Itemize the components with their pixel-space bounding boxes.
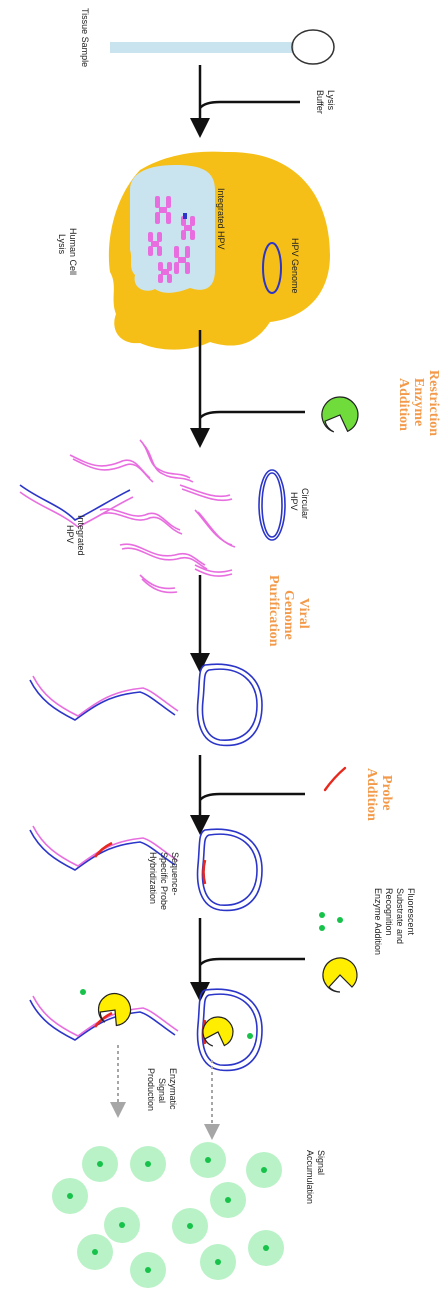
integrated-hpv-label-2: HPV xyxy=(65,525,75,544)
circular-hpv xyxy=(259,470,285,540)
hpv-genome-label: HPV Genome xyxy=(290,238,300,294)
enzyme-bound-circular-icon xyxy=(199,1013,237,1051)
recognition-enzyme-icon xyxy=(323,958,357,992)
signal-glows xyxy=(52,1142,284,1288)
viral-title-3: Purification xyxy=(266,575,281,647)
enzymatic-label-1: Enzymatic xyxy=(168,1068,178,1110)
fluorescent-label-1: Fluorescent xyxy=(406,888,416,936)
free-substrate-dot-2 xyxy=(247,1033,253,1039)
step-arrow-4 xyxy=(200,755,305,825)
human-cell-lysis-label-1: Human Cell xyxy=(68,228,78,275)
enzyme-bound-integrated-icon xyxy=(92,987,137,1032)
enzymatic-label-3: Production xyxy=(146,1068,156,1111)
circular-hpv-label-2: HPV xyxy=(289,492,299,511)
hybridized-circular-hpv xyxy=(198,829,262,910)
viral-title-2: Genome xyxy=(281,590,296,640)
lysis-buffer-label-1: Lysis xyxy=(326,90,336,111)
purified-integrated-dna xyxy=(30,676,178,720)
free-substrate-dot-1 xyxy=(80,989,86,995)
integrated-hpv-nucleus-label: Integrated HPV xyxy=(216,188,226,250)
signal-accumulation-label-2: Accumulation xyxy=(305,1150,315,1204)
sequence-label-2: Specific Probe xyxy=(159,852,169,910)
restriction-title-2: Enzyme xyxy=(411,378,426,426)
fluorescent-label-2: Substrate and xyxy=(395,888,405,944)
fragmented-dna xyxy=(70,440,235,592)
tissue-sample-label: Tissue Sample xyxy=(80,8,90,67)
step-arrow-5 xyxy=(200,918,305,992)
viral-title-1: Viral xyxy=(296,598,311,629)
fluorescent-label-4: Enzyme Addition xyxy=(373,888,383,955)
restriction-title-1: Restriction xyxy=(426,370,441,436)
sequence-label-1: Sequence- xyxy=(170,852,180,896)
enzymatic-label-2: Signal xyxy=(157,1078,167,1103)
step-arrow-2 xyxy=(200,330,305,438)
human-cell-lysis-label-2: Lysis xyxy=(57,234,67,255)
restriction-enzyme-icon xyxy=(317,392,363,438)
purified-circular-hpv xyxy=(198,664,262,745)
signal-accumulation-label-1: Signal xyxy=(316,1150,326,1175)
probe-title-1: Probe xyxy=(379,775,394,811)
fluorescent-label-3: Recognition xyxy=(384,888,394,936)
lysis-buffer-label-2: Buffer xyxy=(315,90,325,114)
tissue-swab xyxy=(110,30,334,64)
restriction-title-3: Addition xyxy=(396,378,411,431)
probe-icon xyxy=(325,768,345,790)
step-arrow-1 xyxy=(200,65,300,128)
circular-hpv-label-1: Circular xyxy=(300,488,310,519)
probe-title-2: Addition xyxy=(364,768,379,821)
integrated-hpv-label-1: Integrated xyxy=(76,515,86,556)
sequence-label-3: Hybridization xyxy=(148,852,158,904)
fluorescent-substrate-dots xyxy=(319,912,343,931)
